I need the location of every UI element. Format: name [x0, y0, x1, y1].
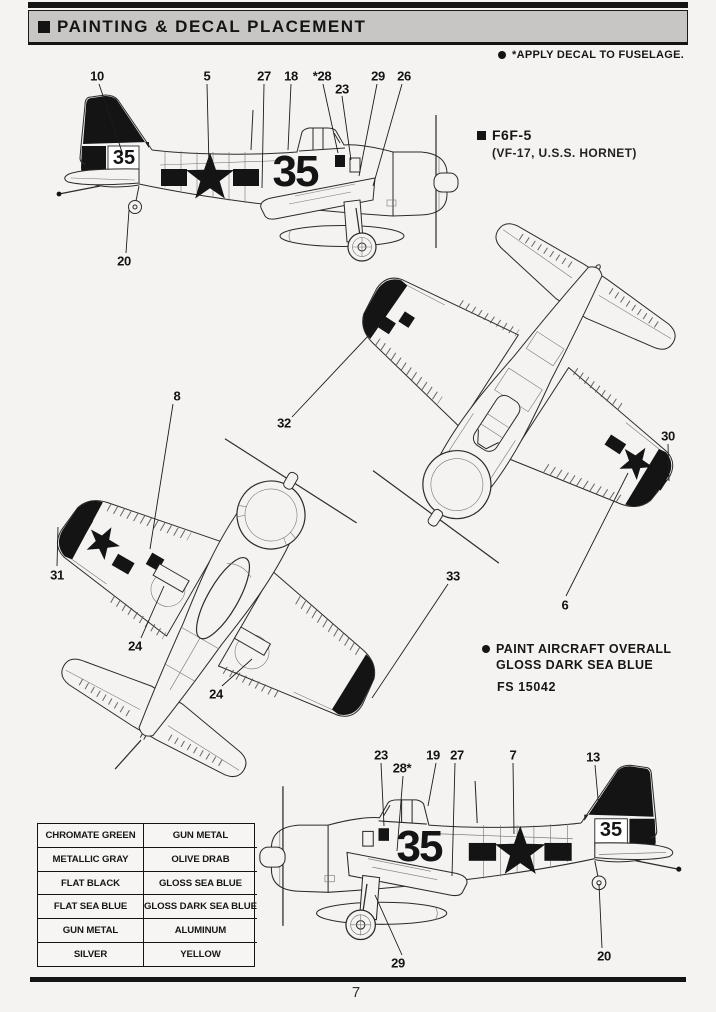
callout-27: 27 — [257, 68, 271, 84]
callout-13: 13 — [586, 749, 600, 765]
decal-note-text: *APPLY DECAL TO FUSELAGE. — [512, 49, 685, 61]
table-cell: YELLOW — [180, 949, 221, 961]
header-bar: PAINTING & DECAL PLACEMENT — [28, 10, 688, 45]
callout-24a: 24 — [128, 638, 142, 654]
table-cell: GLOSS DARK SEA BLUE — [144, 895, 257, 920]
square-bullet-icon — [477, 130, 486, 140]
table-cell: GLOSS SEA BLUE — [144, 872, 257, 896]
paint-note-fs: FS 15042 — [497, 680, 557, 694]
paint-note-line2: GLOSS DARK SEA BLUE — [496, 658, 654, 672]
callout-5: 5 — [203, 68, 211, 84]
paint-color-table: CHROMATE GREEN GUN METAL METALLIC GRAY O… — [37, 823, 257, 967]
callout-28: *28 — [312, 68, 332, 84]
table-cell: FLAT SEA BLUE — [38, 895, 144, 920]
callout-10: 10 — [90, 68, 104, 84]
paint-note: PAINT AIRCRAFT OVERALL GLOSS DARK SEA BL… — [482, 641, 671, 694]
page-title: PAINTING & DECAL PLACEMENT — [57, 16, 367, 36]
callout-20: 20 — [117, 253, 131, 269]
fuselage-number-left: 35 — [272, 147, 320, 196]
table-cell: SILVER — [38, 943, 144, 966]
callout-30: 30 — [661, 428, 675, 444]
decal-note: *APPLY DECAL TO FUSELAGE. — [498, 49, 684, 61]
callout-8: 8 — [173, 388, 181, 404]
callout-32: 32 — [277, 415, 291, 431]
tail-number-left: 35 — [112, 147, 136, 169]
table-cell: METALLIC GRAY — [38, 847, 144, 872]
callout-6: 6 — [561, 597, 569, 613]
table-cell: GUN METAL — [144, 824, 257, 848]
circle-bullet-icon — [498, 51, 506, 59]
bottom-rule — [30, 977, 686, 982]
paint-note-line1: PAINT AIRCRAFT OVERALL — [496, 642, 672, 656]
aircraft-name: F6F-5 — [492, 127, 532, 143]
table-cell: OLIVE DRAB — [144, 848, 257, 872]
aircraft-squadron: (VF-17, U.S.S. HORNET) — [492, 146, 637, 160]
callout-27b: 27 — [450, 747, 464, 763]
callout-33: 33 — [446, 568, 460, 584]
callout-19: 19 — [426, 747, 440, 763]
callout-7: 7 — [509, 747, 517, 763]
callout-31: 31 — [50, 567, 64, 583]
leader-lines — [56, 83, 670, 956]
callout-29: 29 — [371, 68, 385, 84]
callout-28b: 28* — [392, 760, 412, 776]
callout-23: 23 — [335, 81, 349, 97]
table-cell: FLAT BLACK — [38, 871, 144, 896]
callout-26: 26 — [397, 68, 411, 84]
circle-bullet-icon — [482, 645, 490, 653]
table-cell: ALUMINUM — [144, 919, 257, 944]
callout-23b: 23 — [374, 747, 388, 763]
page-number: 7 — [351, 984, 361, 1001]
table-cell: CHROMATE GREEN — [38, 824, 144, 848]
table-cell: GUN METAL — [38, 919, 144, 944]
tail-number-right: 35 — [599, 819, 623, 841]
fuselage-number-right: 35 — [396, 822, 444, 871]
top-rule — [28, 2, 688, 8]
callout-29b: 29 — [391, 955, 405, 971]
callout-18: 18 — [284, 68, 298, 84]
square-bullet-icon — [38, 20, 50, 33]
callout-24b: 24 — [209, 686, 223, 702]
aircraft-label: F6F-5 (VF-17, U.S.S. HORNET) — [477, 127, 637, 160]
callout-20b: 20 — [597, 948, 611, 964]
